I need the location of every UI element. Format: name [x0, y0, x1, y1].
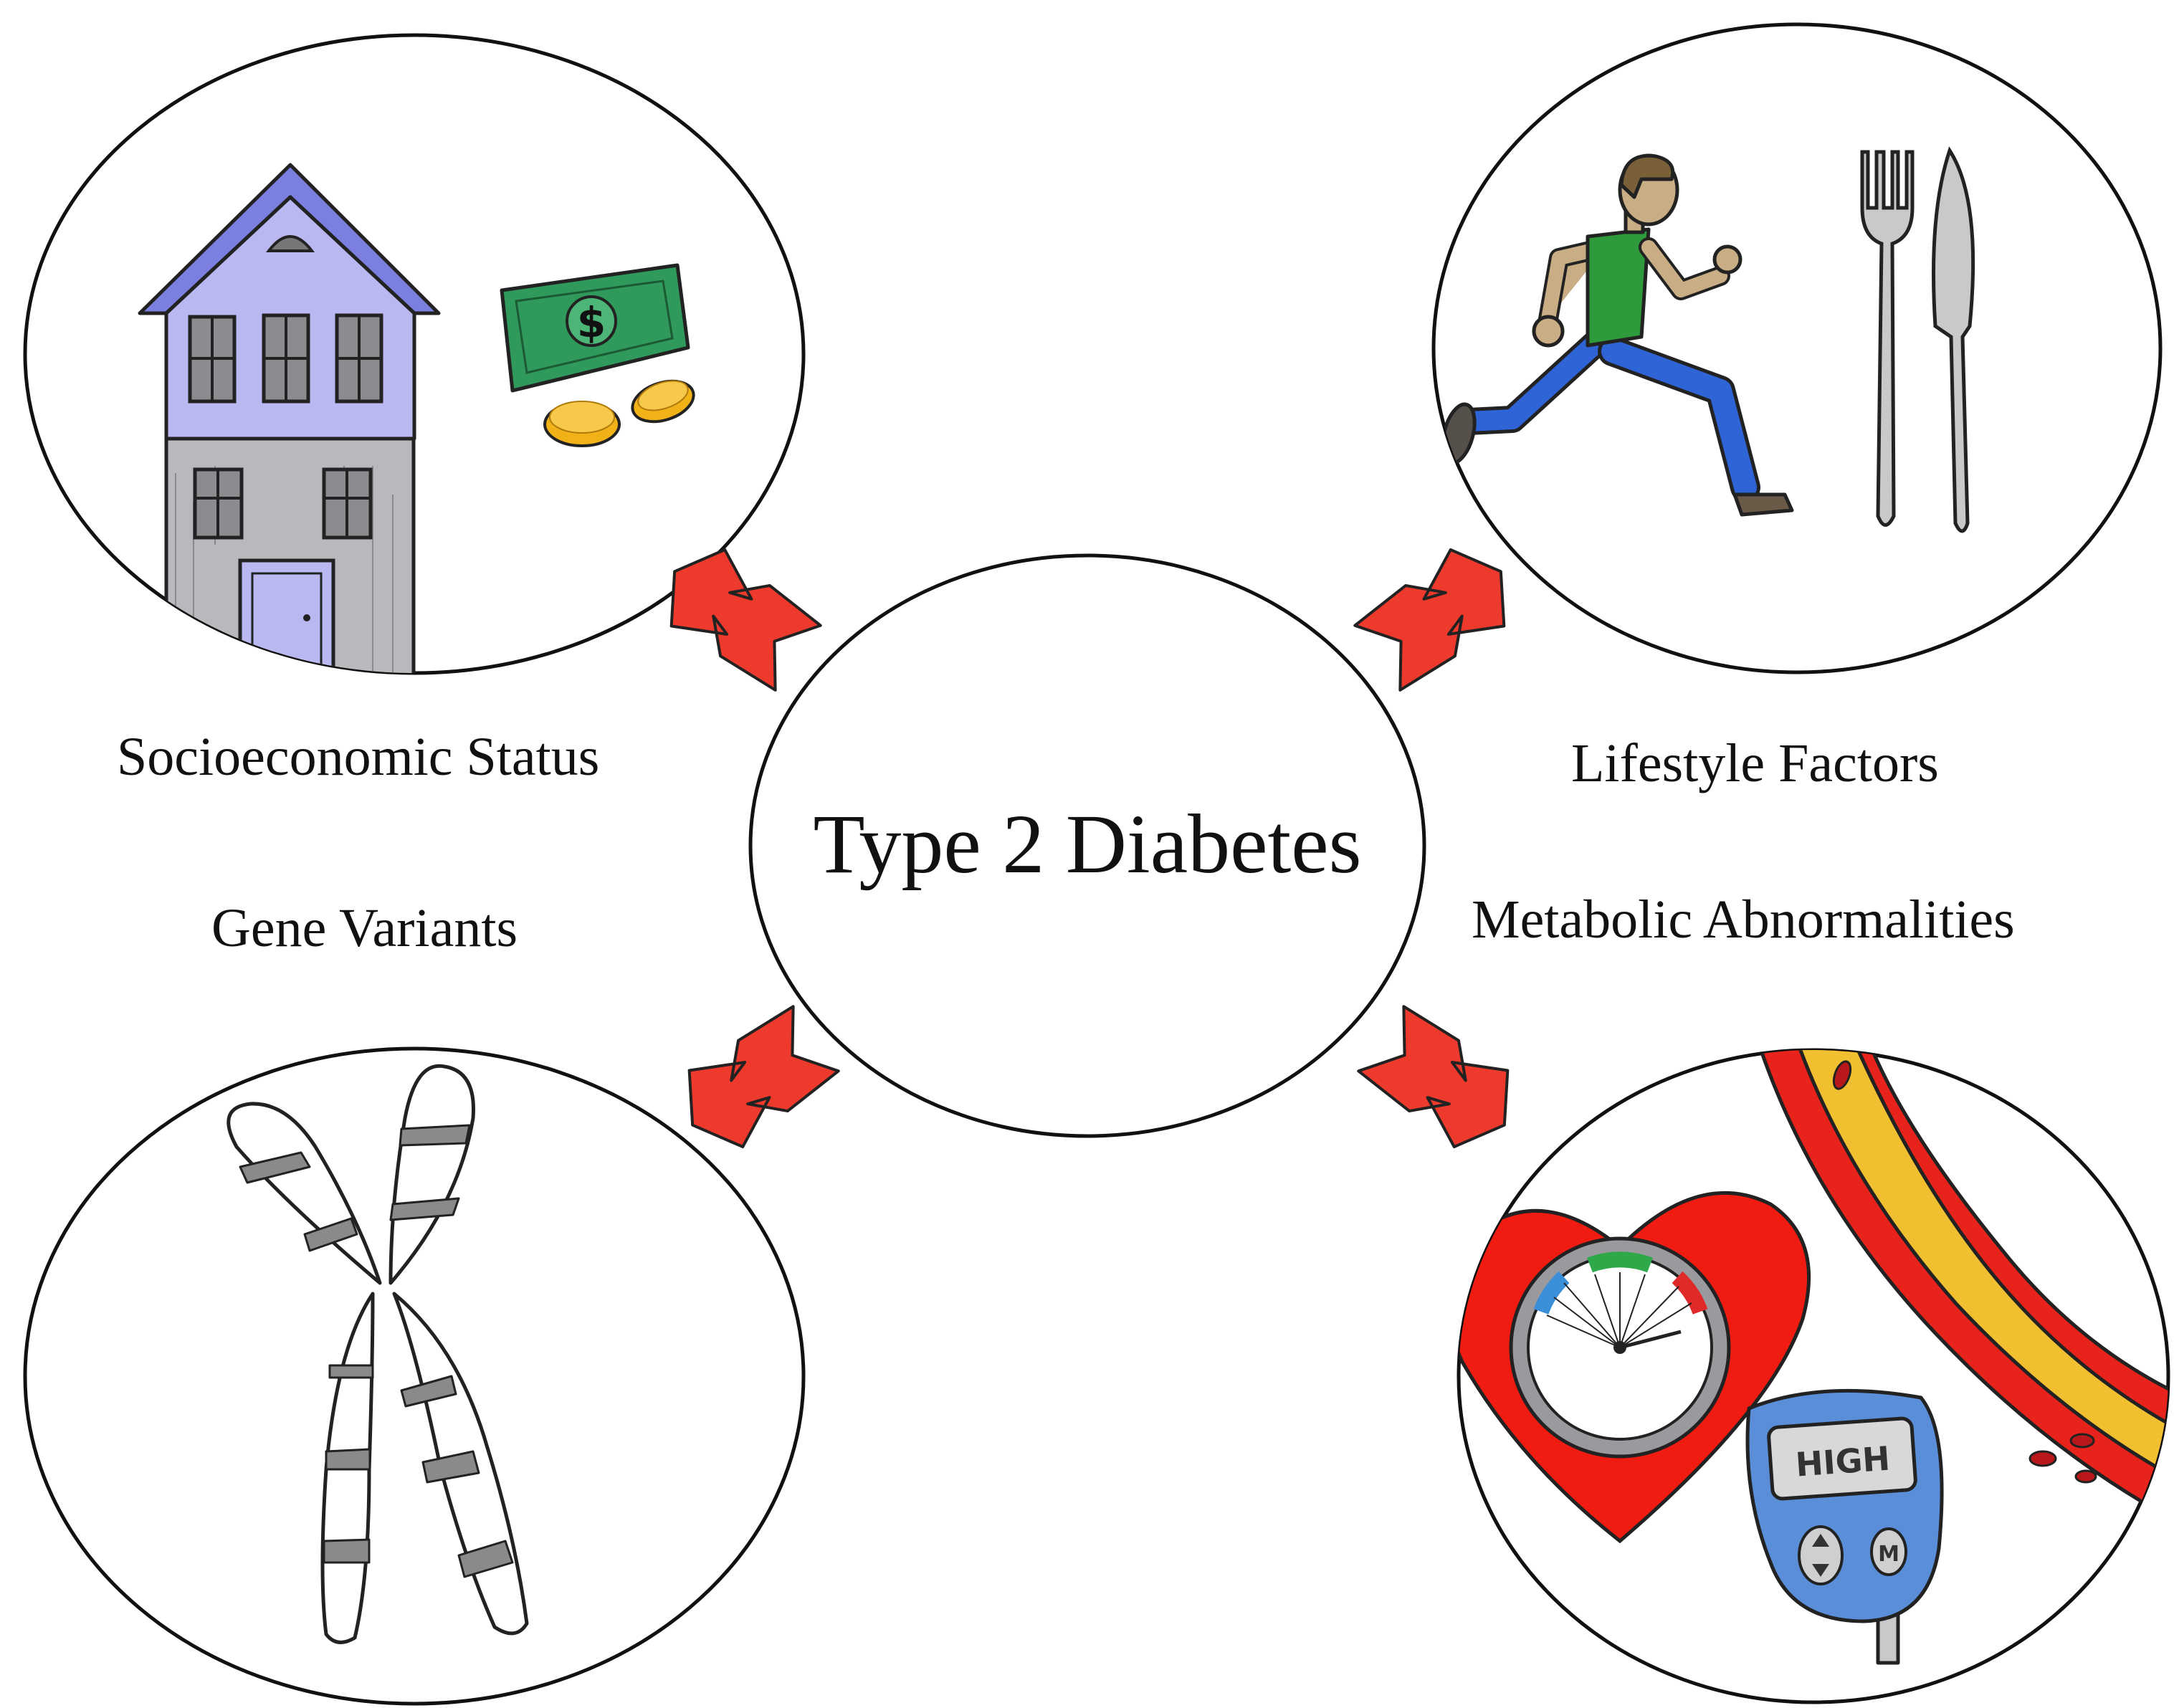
lifestyle-circle: [1431, 22, 2163, 674]
meter-display-text: HIGH: [1794, 1439, 1891, 1484]
blood-vessel-icon: [1758, 1050, 2168, 1529]
blood-pressure-gauge-icon: [1509, 1236, 1731, 1459]
arrow-to-gene-variants: [687, 1005, 840, 1149]
knife-icon: [1932, 146, 1975, 533]
center-title: Type 2 Diabetes: [813, 797, 1362, 891]
center-circle: [748, 553, 1426, 1138]
arrow-to-lifestyle: [1353, 548, 1506, 692]
metabolic-circle: HIGH M: [1457, 1048, 2170, 1704]
label-gene-variants: Gene Variants: [211, 898, 518, 958]
arrows: [669, 548, 1510, 1149]
arrow-to-socioeconomic: [669, 548, 822, 692]
label-metabolic-abnormalities: Metabolic Abnormalities: [1472, 889, 2015, 950]
fork-icon: [1860, 150, 1915, 527]
chromosome-icon: [227, 1064, 529, 1644]
dollar-symbol: $: [577, 298, 606, 347]
coins-icon: [543, 379, 695, 447]
runner-icon: [1441, 153, 1794, 517]
glucose-meter-icon: HIGH M: [1745, 1388, 1944, 1665]
banknote-icon: $: [500, 263, 690, 393]
arrow-to-metabolic: [1357, 1005, 1510, 1149]
label-lifestyle-factors: Lifestyle Factors: [1571, 733, 1939, 793]
meter-button-label: M: [1878, 1542, 1899, 1567]
label-socioeconomic-status: Socioeconomic Status: [117, 727, 600, 787]
gene-variants-circle: [23, 1046, 806, 1706]
